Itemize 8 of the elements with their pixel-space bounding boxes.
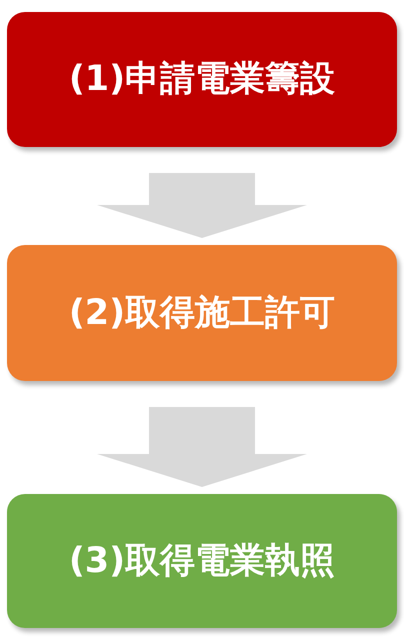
process-box [7,245,397,381]
process-box [7,494,397,628]
step-label: (3)取得電業執照 [68,540,336,582]
process-box [7,12,397,147]
step-label: (1)申請電業籌設 [68,59,336,100]
step-label: (2)取得施工許可 [68,292,336,334]
down-arrow [97,407,307,487]
down-arrow [97,173,307,238]
